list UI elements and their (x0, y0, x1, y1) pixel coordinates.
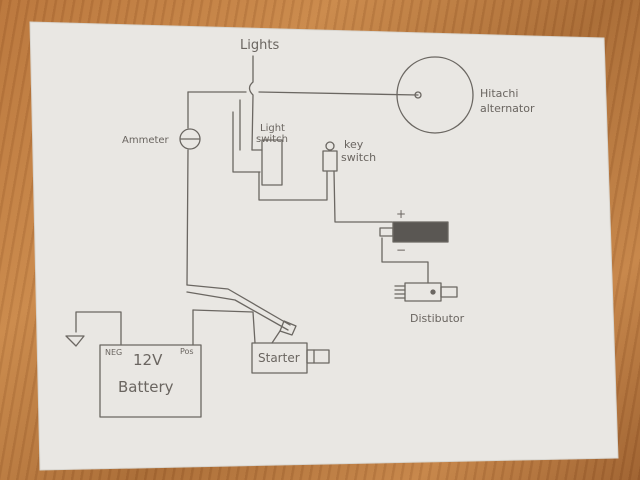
battery-pos-label: Pos (180, 347, 194, 356)
alternator-label-2: alternator (480, 102, 535, 115)
alternator (396, 56, 474, 134)
light-switch-label-2: switch (256, 134, 288, 145)
battery (99, 344, 202, 418)
alternator-wire (187, 91, 419, 96)
lights-label: Lights (240, 38, 279, 53)
ground-symbol (65, 335, 85, 347)
ammeter-gauge (179, 128, 201, 150)
lights-wire (248, 55, 254, 151)
starter-label: Starter (258, 351, 300, 365)
key-switch-head (325, 141, 335, 151)
main-bus-wire (186, 91, 189, 286)
starter-wire (186, 284, 291, 326)
key-switch-label: key (344, 138, 364, 151)
battery-voltage-label: 12V (133, 351, 163, 369)
key-switch-label-2: switch (341, 151, 376, 164)
light-switch-wire (232, 111, 261, 173)
coil-plus-label: + (396, 207, 406, 221)
coil-minus-label: − (396, 243, 406, 257)
battery-neg-label: NEG (105, 348, 122, 357)
coil-distributor-wire (381, 237, 429, 284)
paper-sheet (29, 21, 619, 471)
ammeter-label: Ammeter (122, 135, 170, 146)
battery-positive-wire (192, 309, 256, 344)
distributor-label: Distibutor (410, 312, 465, 325)
key-switch-loop-wire (258, 171, 328, 201)
battery-name-label: Battery (118, 378, 174, 396)
light-switch-label: Light (260, 123, 285, 134)
coil-feed-wire (333, 170, 393, 223)
light-switch-box (261, 139, 283, 186)
ignition-coil (392, 221, 449, 243)
alternator-label: Hitachi (480, 87, 518, 100)
starter-terminal (279, 320, 297, 336)
battery-negative-wire (75, 311, 122, 346)
key-switch-body (322, 150, 338, 172)
